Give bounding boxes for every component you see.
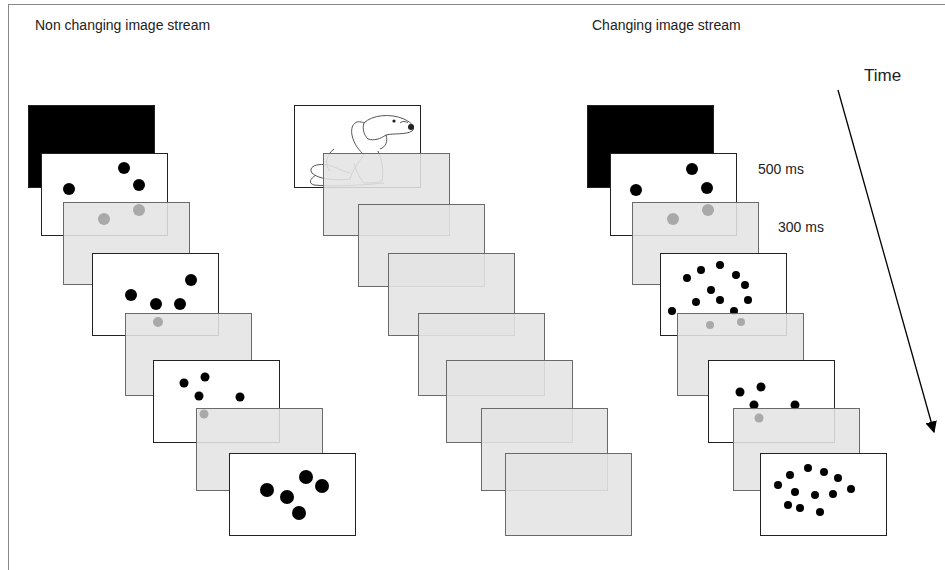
cartoon-stroke bbox=[380, 135, 387, 149]
dot bbox=[150, 298, 162, 310]
dot bbox=[133, 179, 145, 191]
dot bbox=[716, 261, 724, 269]
dot bbox=[692, 298, 700, 306]
dot bbox=[820, 468, 828, 476]
time-arrow bbox=[838, 90, 934, 432]
dot bbox=[804, 464, 812, 472]
dot bbox=[280, 490, 294, 504]
frame-border bbox=[9, 5, 945, 570]
dot bbox=[741, 281, 749, 289]
dot bbox=[732, 271, 740, 279]
dot bbox=[236, 393, 245, 402]
dot bbox=[180, 379, 189, 388]
dot bbox=[716, 296, 724, 304]
dot bbox=[153, 317, 163, 327]
dot bbox=[701, 182, 713, 194]
dot bbox=[686, 163, 698, 175]
dot bbox=[834, 474, 842, 482]
cartoon-stroke bbox=[363, 123, 368, 139]
dot bbox=[133, 204, 145, 216]
dot bbox=[706, 321, 714, 329]
cartoon-eye bbox=[392, 119, 395, 122]
dot bbox=[736, 388, 745, 397]
cartoon-stroke bbox=[400, 122, 408, 124]
dot bbox=[292, 506, 306, 520]
dot bbox=[755, 414, 764, 423]
dot bbox=[784, 501, 792, 509]
dot bbox=[668, 307, 676, 315]
dot bbox=[315, 479, 329, 493]
cartoon-stroke bbox=[364, 116, 414, 140]
cartoon-nose bbox=[408, 124, 414, 130]
dot bbox=[829, 490, 837, 498]
stimulus-frame bbox=[230, 454, 356, 536]
dot bbox=[707, 286, 715, 294]
frame-rect bbox=[230, 454, 356, 536]
dot bbox=[98, 213, 110, 225]
dot bbox=[697, 266, 705, 274]
stimulus-frame bbox=[761, 454, 887, 536]
frame-rect bbox=[761, 454, 887, 536]
dot bbox=[744, 296, 752, 304]
dot bbox=[63, 183, 75, 195]
column-heading: Non changing image stream bbox=[35, 17, 210, 34]
duration-label: 500 ms bbox=[758, 161, 804, 178]
dot bbox=[174, 298, 186, 310]
dot bbox=[786, 471, 794, 479]
dot bbox=[185, 274, 197, 286]
dot bbox=[774, 481, 782, 489]
dot bbox=[195, 392, 204, 401]
duration-label: 300 ms bbox=[778, 219, 824, 236]
dot bbox=[683, 274, 691, 282]
dot bbox=[299, 470, 313, 484]
dot bbox=[200, 410, 209, 419]
dot bbox=[125, 289, 137, 301]
column-heading: Changing image stream bbox=[592, 17, 741, 34]
dot bbox=[201, 373, 210, 382]
dot bbox=[757, 383, 766, 392]
dot bbox=[630, 184, 642, 196]
frame-rect bbox=[506, 454, 632, 536]
axis-label: Time bbox=[864, 66, 901, 86]
cartoon-stroke bbox=[352, 122, 364, 155]
dot bbox=[118, 162, 130, 174]
dot bbox=[791, 488, 799, 496]
dot bbox=[811, 491, 819, 499]
dot bbox=[847, 485, 855, 493]
dot bbox=[816, 508, 824, 516]
dot bbox=[667, 213, 679, 225]
dot bbox=[796, 504, 804, 512]
dot bbox=[260, 483, 274, 497]
dot bbox=[702, 204, 714, 216]
dot bbox=[737, 318, 745, 326]
stimulus-frame bbox=[506, 454, 632, 536]
